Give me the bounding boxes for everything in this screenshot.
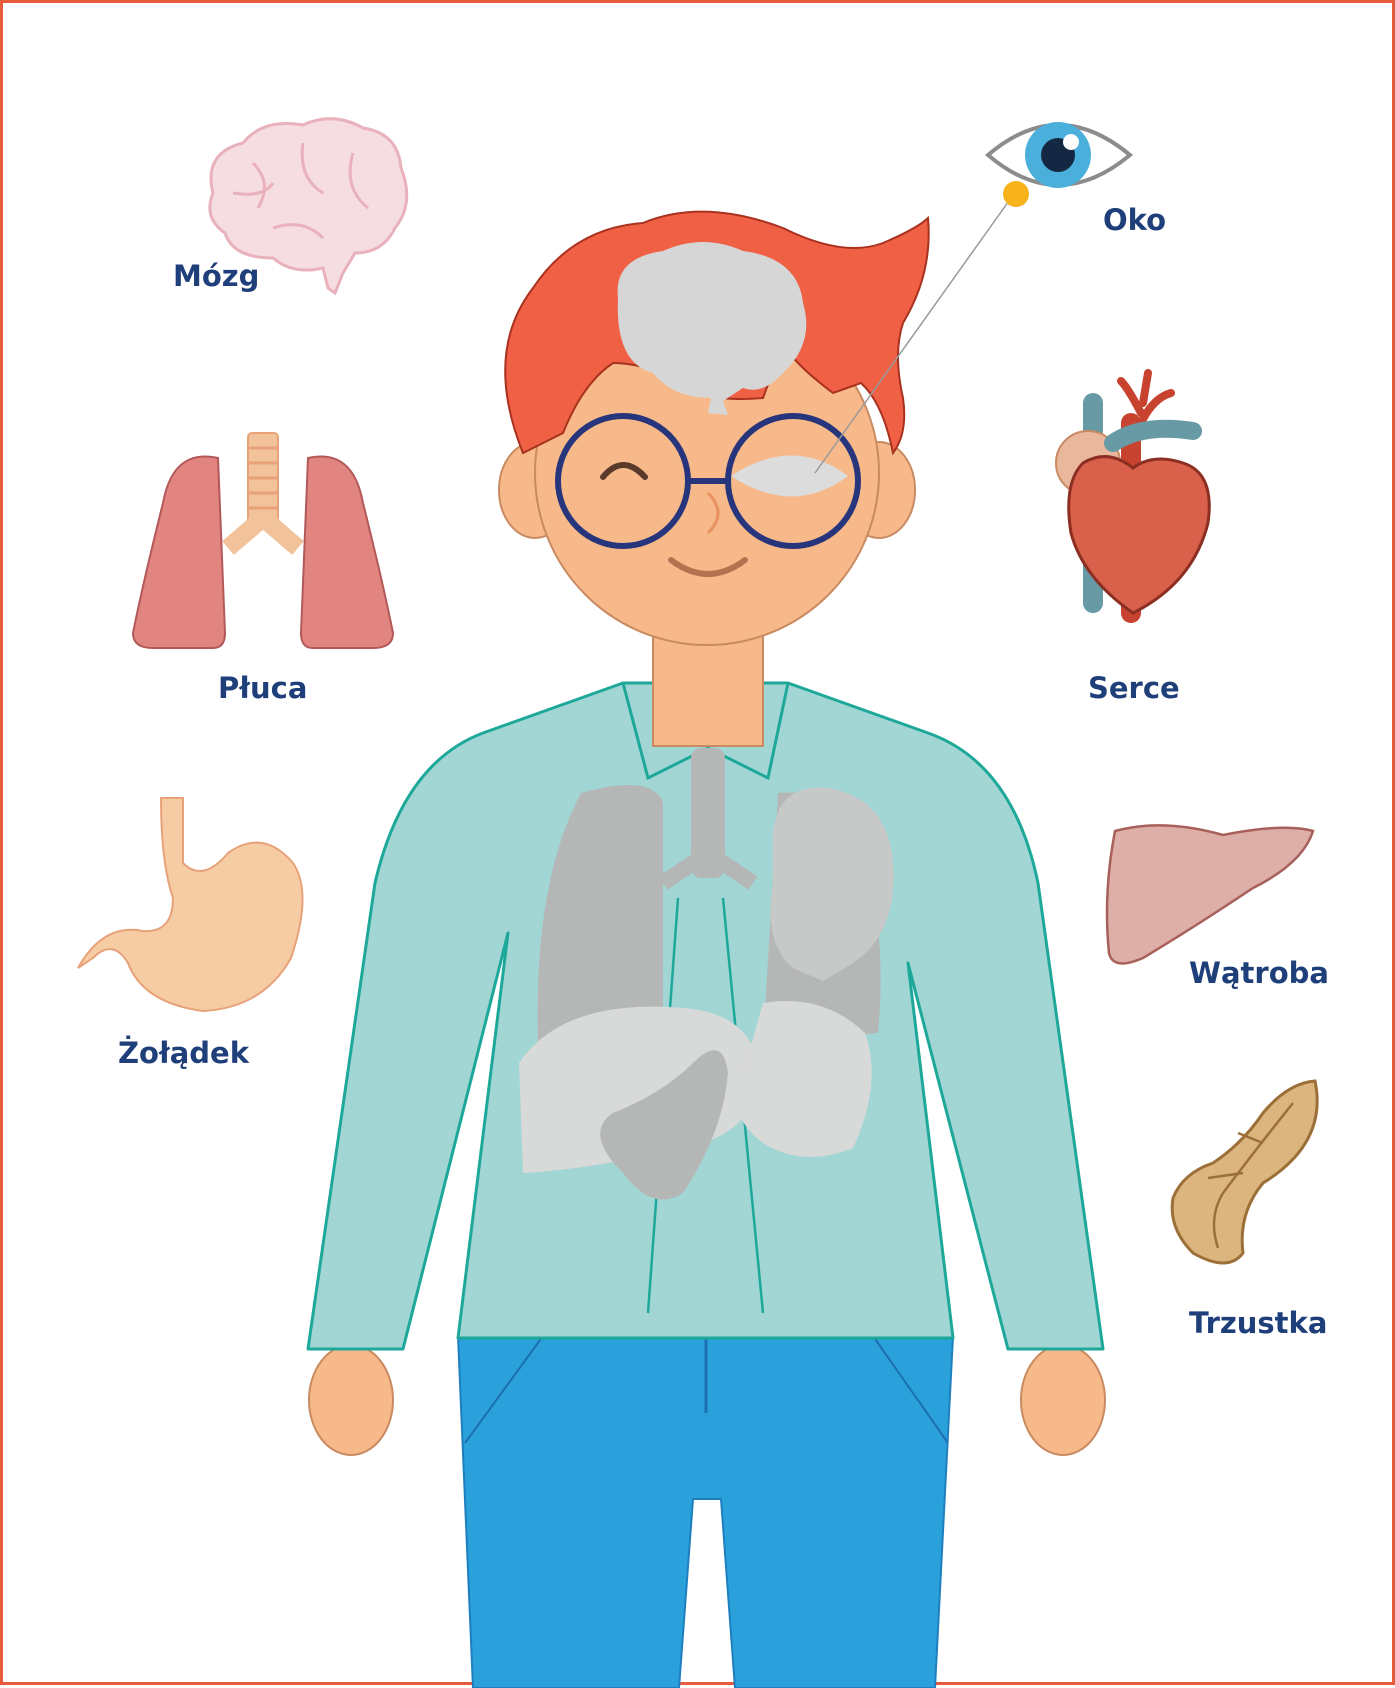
label-lungs: Płuca xyxy=(218,671,307,705)
label-brain: Mózg xyxy=(173,259,259,293)
stomach-icon xyxy=(78,798,303,1011)
right-hand xyxy=(1021,1345,1105,1455)
label-stomach: Żołądek xyxy=(118,1036,249,1070)
lungs-icon xyxy=(133,433,393,648)
liver-icon xyxy=(1107,825,1313,963)
label-pancreas: Trzustka xyxy=(1189,1306,1327,1340)
left-hand xyxy=(309,1345,393,1455)
pancreas-icon xyxy=(1172,1081,1317,1263)
heart-icon xyxy=(1056,373,1209,623)
label-heart: Serce xyxy=(1088,671,1180,705)
label-liver: Wątroba xyxy=(1189,956,1329,990)
child-figure xyxy=(308,212,1105,1688)
eye-icon xyxy=(988,122,1130,188)
jeans xyxy=(458,1336,953,1688)
body-organs-illustration xyxy=(3,3,1395,1688)
label-eye: Oko xyxy=(1103,203,1166,237)
eye-pointer-dot xyxy=(1003,181,1029,207)
